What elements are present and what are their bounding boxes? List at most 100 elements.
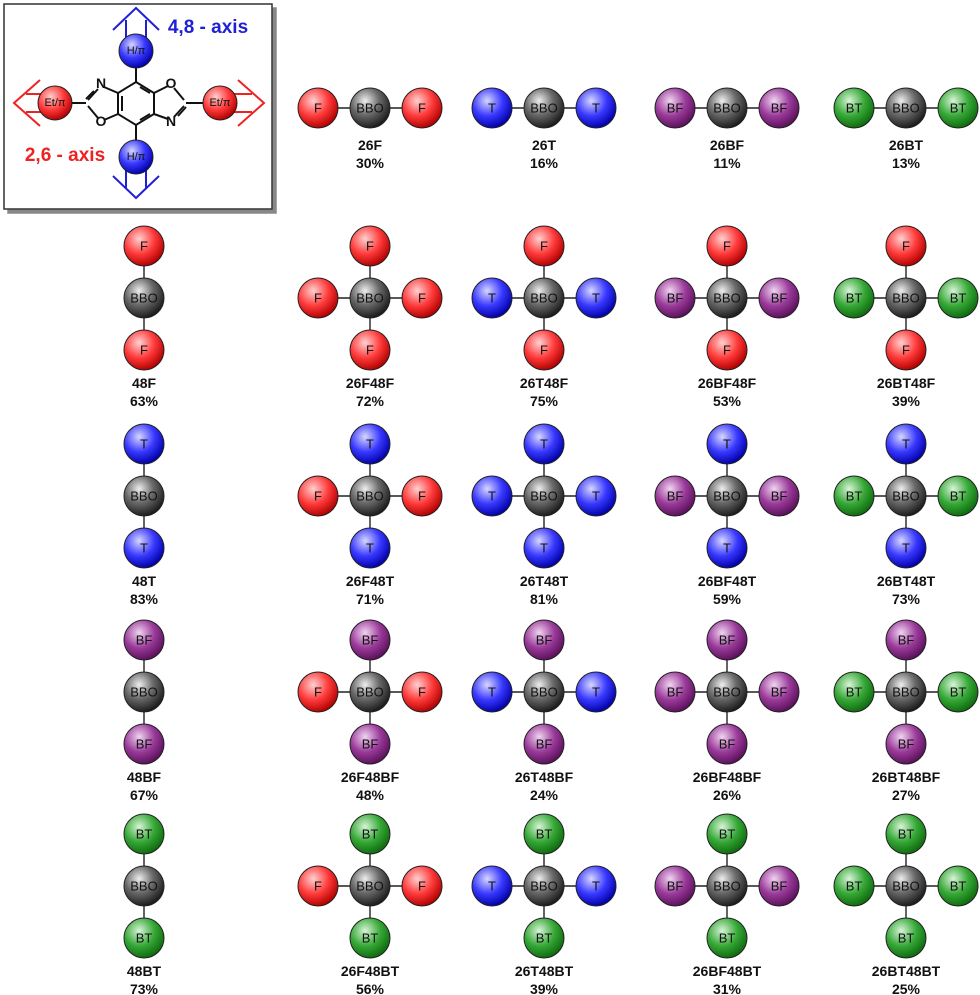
bbo-core: BBO [123,671,165,713]
compound-name: 48BF [127,769,162,785]
bbo-core-label: BBO [713,291,740,306]
compound-name: 48F [132,375,157,391]
substituent-left-label: T [488,291,496,306]
substituent-top-sphere [706,225,748,267]
bbo-core: BBO [885,475,927,517]
compound-name: 26BT48BT [872,963,941,979]
bbo-core: BBO [523,865,565,907]
compound-name: 26BT48BF [872,769,941,785]
bbo-core-label: BBO [892,489,919,504]
substituent-bottom: BT [706,917,748,959]
compound-yield: 71% [356,591,385,607]
bbo-core-sphere [123,475,165,517]
substituent-left: BT [833,87,875,129]
substituent-right-label: F [418,685,426,700]
substituent-left-label: T [488,685,496,700]
substituent-right-label: F [418,291,426,306]
substituent-left: BF [654,865,696,907]
substituent-bottom-sphere [123,723,165,765]
bbo-core: BBO [706,277,748,319]
substituent-left-sphere [654,277,696,319]
substituent-left-label: BT [846,101,863,116]
substituent-left: BF [654,87,696,129]
compound-yield: 30% [356,155,385,171]
bbo-skeleton [68,68,204,140]
substituent-left-label: F [314,685,322,700]
compound-yield: 16% [530,155,559,171]
key-node-left: Et/π [37,85,73,121]
substituent-left-label: BT [846,291,863,306]
bbo-core-label: BBO [530,489,557,504]
substituent-right: T [575,277,617,319]
compound-yield: 25% [892,981,921,995]
substituent-left: F [297,87,339,129]
substituent-right-sphere [758,671,800,713]
bbo-core-sphere [349,277,391,319]
compound-yield: 56% [356,981,385,995]
substituent-top-sphere [523,813,565,855]
substituent-right-label: BT [950,291,967,306]
bbo-core-label: BBO [356,685,383,700]
substituent-right: F [401,865,443,907]
substituent-bottom-label: BT [719,931,736,946]
substituent-right: BT [937,865,979,907]
bbo-core-label: BBO [356,291,383,306]
substituent-left-label: T [488,879,496,894]
substituent-left-label: BF [667,489,684,504]
substituent-right-label: BF [771,489,788,504]
substituent-bottom-sphere [523,723,565,765]
substituent-right: F [401,87,443,129]
bbo-core-sphere [349,671,391,713]
substituent-top-sphere [885,225,927,267]
substituent-top-sphere [523,225,565,267]
substituent-top-sphere [706,423,748,465]
bbo-core-sphere [706,87,748,129]
bbo-core: BBO [349,865,391,907]
bbo-core-label: BBO [130,489,157,504]
substituent-top: BT [349,813,391,855]
substituent-bottom: BF [123,723,165,765]
compound-yield: 11% [713,155,741,171]
substituent-bottom-label: BF [898,737,915,752]
substituent-top: T [523,423,565,465]
substituent-bottom-sphere [523,917,565,959]
substituent-top: F [123,225,165,267]
substituent-top-sphere [706,619,748,661]
compound-yield: 27% [892,787,921,803]
substituent-bottom-sphere [349,723,391,765]
substituent-right: BT [937,475,979,517]
substituent-top-label: BF [362,633,379,648]
substituent-top-label: T [723,437,731,452]
substituent-top-sphere [349,225,391,267]
bbo-core-sphere [523,865,565,907]
compound-yield: 67% [130,787,159,803]
substituent-left-sphere [297,671,339,713]
compound-name: 26F48F [346,375,395,391]
compound-yield: 73% [892,591,921,607]
bbo-core-label: BBO [713,101,740,116]
substituent-top-label: BF [719,633,736,648]
bbo-core-label: BBO [356,879,383,894]
substituent-top-sphere [885,423,927,465]
compound-name: 26BT [889,137,924,153]
compound-yield: 24% [530,787,559,803]
atom-n-right: N [166,113,176,129]
bbo-core: BBO [885,87,927,129]
substituent-left-sphere [471,671,513,713]
bbo-core-sphere [123,277,165,319]
substituent-left-label: T [488,489,496,504]
bbo-core-label: BBO [892,685,919,700]
substituent-top: BF [349,619,391,661]
substituent-right: BT [937,87,979,129]
substituent-bottom-label: F [366,343,374,358]
substituent-top: BT [885,813,927,855]
substituent-bottom-sphere [706,329,748,371]
bbo-core-label: BBO [530,101,557,116]
substituent-left: F [297,865,339,907]
substituent-bottom-label: BF [136,737,153,752]
bbo-core: BBO [885,671,927,713]
substituent-top-sphere [123,423,165,465]
